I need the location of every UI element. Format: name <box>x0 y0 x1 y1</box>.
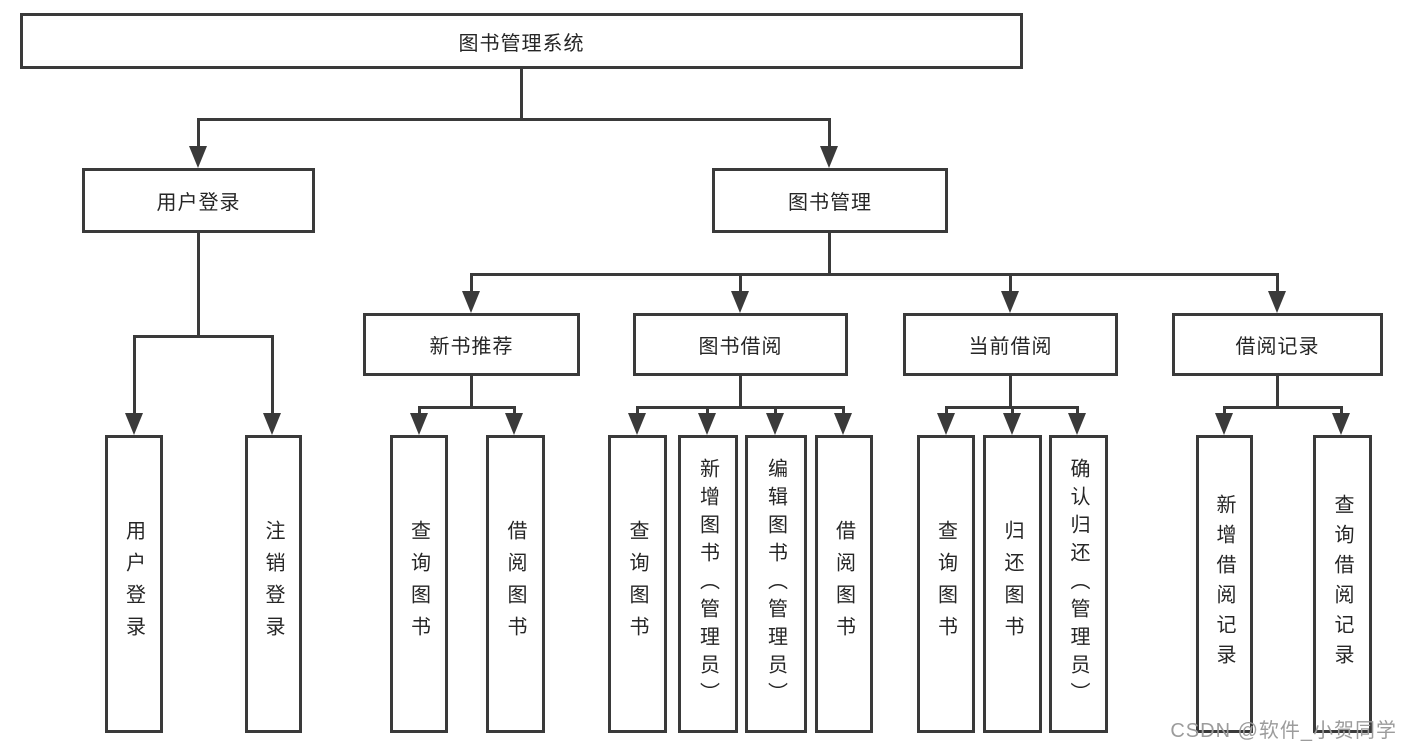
connector-user-login-stem <box>197 233 200 335</box>
connector-root-bar <box>197 118 831 121</box>
node-user-login: 用户登录 <box>82 168 315 233</box>
connector-drop-book-management <box>828 118 831 146</box>
arrow-down-icon <box>1001 291 1019 313</box>
connector-drop-bb-borrow <box>842 406 845 415</box>
leaf-recommend-borrow-books: 借阅图书 <box>486 435 545 733</box>
arrow-down-icon <box>125 413 143 435</box>
connector-drop-bb-edit <box>774 406 777 415</box>
connector-drop-new-book-recommend <box>470 273 473 291</box>
connector-drop-bb-add <box>706 406 709 415</box>
csdn-watermark: CSDN @软件_小贺同学 <box>1170 720 1397 742</box>
connector-borrow-records-bar <box>1223 406 1343 409</box>
leaf-user-login: 用户登录 <box>105 435 163 733</box>
arrow-down-icon <box>1268 291 1286 313</box>
arrow-down-icon <box>1215 413 1233 435</box>
connector-drop-book-borrow <box>739 273 742 291</box>
connector-drop-cb-confirm <box>1076 406 1079 415</box>
connector-new-book-recommend-stem <box>470 376 473 406</box>
arrow-down-icon <box>731 291 749 313</box>
leaf-logout-login: 注销登录 <box>245 435 302 733</box>
node-book-management: 图书管理 <box>712 168 948 233</box>
arrow-down-icon <box>462 291 480 313</box>
node-borrow-records: 借阅记录 <box>1172 313 1383 376</box>
leaf-recommend-query-books: 查询图书 <box>390 435 448 733</box>
connector-drop-cb-return <box>1011 406 1014 415</box>
arrow-down-icon <box>628 413 646 435</box>
leaf-confirm-return-admin: 确认归还（管理员） <box>1049 435 1108 733</box>
connector-borrow-records-stem <box>1276 376 1279 406</box>
connector-drop-bb-query <box>636 406 639 415</box>
node-new-book-recommend: 新书推荐 <box>363 313 580 376</box>
connector-book-borrow-bar <box>636 406 845 409</box>
arrow-down-icon <box>820 146 838 168</box>
arrow-down-icon <box>1068 413 1086 435</box>
connector-level3-bar <box>470 273 1279 276</box>
connector-drop-br-query <box>1340 406 1343 415</box>
connector-new-book-recommend-bar <box>418 406 516 409</box>
arrow-down-icon <box>189 146 207 168</box>
arrow-down-icon <box>834 413 852 435</box>
leaf-current-query-books: 查询图书 <box>917 435 975 733</box>
arrow-down-icon <box>505 413 523 435</box>
connector-root-stem <box>520 69 523 118</box>
connector-drop-rec-borrow <box>513 406 516 415</box>
connector-book-borrow-stem <box>739 376 742 406</box>
connector-drop-br-add <box>1223 406 1226 415</box>
connector-user-login-bar <box>133 335 274 338</box>
leaf-borrow-query-books: 查询图书 <box>608 435 667 733</box>
node-book-borrow: 图书借阅 <box>633 313 848 376</box>
arrow-down-icon <box>1003 413 1021 435</box>
leaf-borrow-borrow-books: 借阅图书 <box>815 435 873 733</box>
node-current-borrow: 当前借阅 <box>903 313 1118 376</box>
leaf-add-borrow-record: 新增借阅记录 <box>1196 435 1253 733</box>
node-root-library-management-system: 图书管理系统 <box>20 13 1023 69</box>
arrow-down-icon <box>263 413 281 435</box>
connector-book-management-stem <box>828 233 831 273</box>
connector-drop-borrow-records <box>1276 273 1279 291</box>
leaf-return-books: 归还图书 <box>983 435 1042 733</box>
connector-current-borrow-stem <box>1009 376 1012 406</box>
arrow-down-icon <box>698 413 716 435</box>
connector-drop-cb-query <box>945 406 948 415</box>
leaf-query-borrow-record: 查询借阅记录 <box>1313 435 1372 733</box>
connector-drop-rec-query <box>418 406 421 415</box>
leaf-edit-books-admin: 编辑图书（管理员） <box>745 435 807 733</box>
connector-drop-leaf-login <box>133 335 136 413</box>
connector-drop-user-login <box>197 118 200 146</box>
connector-drop-current-borrow <box>1009 273 1012 291</box>
connector-drop-leaf-logout <box>271 335 274 413</box>
arrow-down-icon <box>410 413 428 435</box>
arrow-down-icon <box>937 413 955 435</box>
leaf-add-books-admin: 新增图书（管理员） <box>678 435 738 733</box>
arrow-down-icon <box>1332 413 1350 435</box>
arrow-down-icon <box>766 413 784 435</box>
